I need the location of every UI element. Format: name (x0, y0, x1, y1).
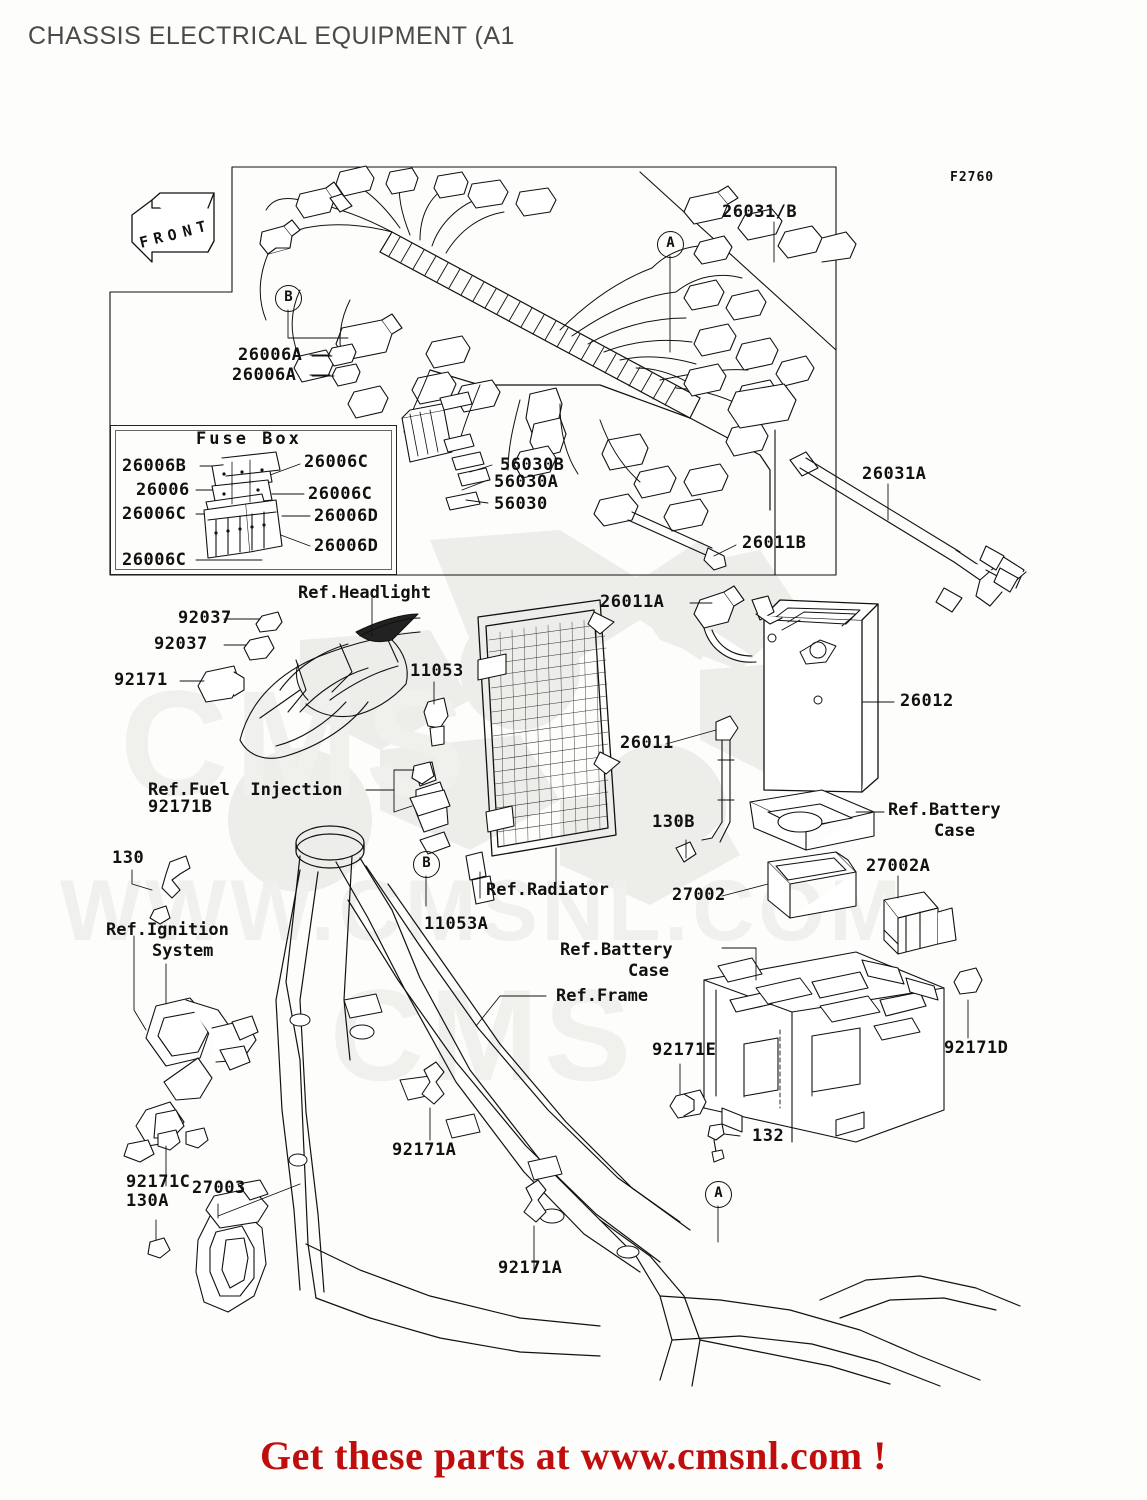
callout-b-mid: B (413, 851, 440, 878)
ref-label-ignition-system-line1: Ref.Ignition (106, 920, 229, 940)
ref-label-battery-case-1-line1: Ref.Battery (888, 800, 1001, 820)
part-label-56030A: 56030A (494, 472, 559, 492)
part-label-26011B: 26011B (742, 533, 807, 553)
part-label-27002A: 27002A (866, 856, 931, 876)
part-label-92037-2: 92037 (154, 634, 208, 654)
part-label-92037-1: 92037 (178, 608, 232, 628)
part-label-26006A-1: 26006A (238, 345, 303, 365)
ref-label-battery-case-2-line2: Case (628, 961, 669, 981)
diagram-code: F2760 (950, 170, 995, 185)
part-label-130A: 130A (126, 1191, 169, 1211)
part-label-27002: 27002 (672, 885, 726, 905)
fuse-label-26006C-3: 26006C (304, 452, 369, 472)
callout-a-top: A (657, 231, 684, 258)
part-label-132: 132 (752, 1126, 785, 1146)
fuse-label-26006C-4: 26006C (308, 484, 373, 504)
part-label-26011A: 26011A (600, 592, 665, 612)
part-label-26031-B: 26031/B (722, 202, 798, 222)
part-label-92171: 92171 (114, 670, 168, 690)
svg-text:CMS: CMS (330, 962, 637, 1108)
callout-a-bottom: A (705, 1181, 732, 1208)
part-label-26031A: 26031A (862, 464, 927, 484)
svg-text:R: R (152, 228, 166, 248)
page-title: CHASSIS ELECTRICAL EQUIPMENT (A1 (28, 22, 515, 50)
part-label-26011: 26011 (620, 733, 674, 753)
ref-label-battery-case-2-line1: Ref.Battery (560, 940, 673, 960)
ref-label-ignition-system-line2: System (152, 941, 214, 961)
fuse-label-26006B: 26006B (122, 456, 187, 476)
part-label-92171A-2: 92171A (498, 1258, 563, 1278)
svg-text:N: N (181, 221, 194, 241)
footer-promo-text: Get these parts at www.cmsnl.com ! (260, 1433, 887, 1478)
ref-label-battery-case-1-line2: Case (934, 821, 975, 841)
callout-b-top: B (275, 285, 302, 312)
part-label-130: 130 (112, 848, 145, 868)
ref-label-headlight: Ref.Headlight (298, 583, 432, 603)
part-label-92171C: 92171C (126, 1172, 191, 1192)
fuse-label-26006D-2: 26006D (314, 536, 379, 556)
part-label-92171B: 92171B (148, 797, 213, 817)
part-label-27003: 27003 (192, 1178, 246, 1198)
fuse-box-title: Fuse Box (196, 429, 302, 449)
part-label-11053A: 11053A (424, 914, 489, 934)
fuse-box-panel (110, 425, 397, 575)
svg-text:F: F (138, 232, 151, 252)
ref-label-radiator: Ref.Radiator (486, 880, 609, 900)
part-label-26006A-2: 26006A (232, 365, 297, 385)
svg-text:O: O (166, 225, 179, 245)
part-label-92171A-1: 92171A (392, 1140, 457, 1160)
fuse-label-26006: 26006 (136, 480, 190, 500)
part-label-11053: 11053 (410, 661, 464, 681)
part-label-26012: 26012 (900, 691, 954, 711)
svg-text:T: T (195, 217, 208, 237)
part-label-92171E: 92171E (652, 1040, 717, 1060)
fuse-label-26006C-2: 26006C (122, 550, 187, 570)
fuse-label-26006C-1: 26006C (122, 504, 187, 524)
part-label-130B: 130B (652, 812, 695, 832)
ref-label-fuel-injection: Ref.Fuel Injection (148, 780, 343, 800)
part-label-92171D: 92171D (944, 1038, 1009, 1058)
part-label-56030B: 56030B (500, 455, 565, 475)
part-label-56030: 56030 (494, 494, 548, 514)
fuse-label-26006D-1: 26006D (314, 506, 379, 526)
ref-label-frame: Ref.Frame (556, 986, 649, 1006)
